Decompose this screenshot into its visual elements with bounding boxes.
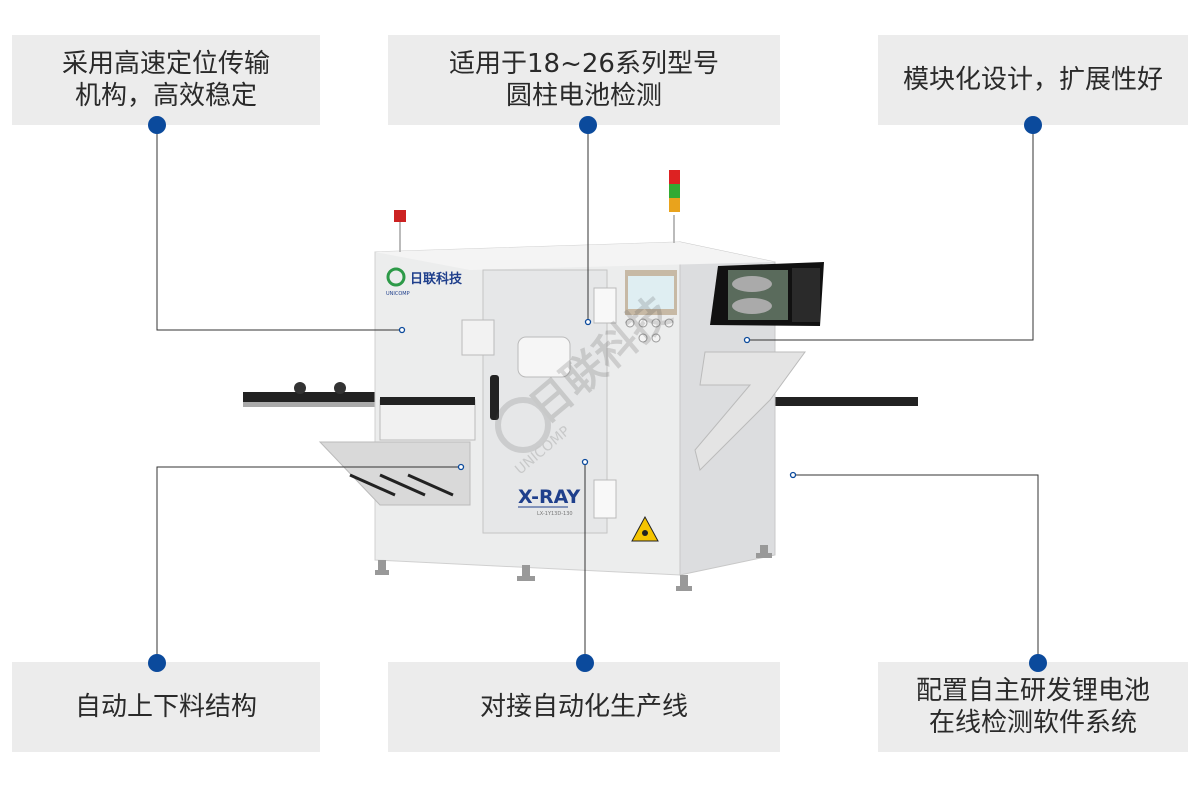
feature-text: 模块化设计，扩展性好: [902, 65, 1163, 95]
feature-battery-models: 适用于18~26系列型号圆柱电池检测: [388, 35, 780, 125]
xray-label: X-RAY: [518, 486, 581, 508]
right-conveyor: [760, 397, 918, 406]
brand-sub-text: UNICOMP: [386, 291, 410, 297]
brand-logo-text: 日联科技: [410, 271, 463, 287]
feature-modular-design: 模块化设计，扩展性好: [878, 35, 1188, 125]
feature-text: 适用于18~26系列型号: [449, 49, 719, 79]
feature-inspection-software: 配置自主研发锂电池在线检测软件系统: [878, 662, 1188, 752]
feature-text: 在线检测软件系统: [928, 708, 1137, 738]
feature-text: 配置自主研发锂电池: [915, 676, 1150, 706]
anchor-points: [398, 318, 797, 479]
model-text: LX-1Y13D-130: [537, 511, 573, 517]
feature-text: 对接自动化生产线: [479, 692, 688, 722]
unicomp-logo-icon: [386, 267, 406, 287]
feature-transport-mechanism: 采用高速定位传输机构，高效稳定: [12, 35, 320, 125]
feature-text: 自动上下料结构: [74, 692, 257, 722]
feature-text: 机构，高效稳定: [74, 81, 257, 111]
feature-text: 圆柱电池检测: [505, 81, 662, 111]
feature-auto-loading: 自动上下料结构: [12, 662, 320, 752]
feature-production-line: 对接自动化生产线: [388, 662, 780, 752]
leader-lines: [156, 125, 1039, 663]
xray-machine-illustration: 日联科技 UNICOMP 日联科技 UNICOMP X-RAY LX-1Y13D…: [243, 170, 918, 591]
feature-text: 采用高速定位传输: [61, 49, 270, 79]
